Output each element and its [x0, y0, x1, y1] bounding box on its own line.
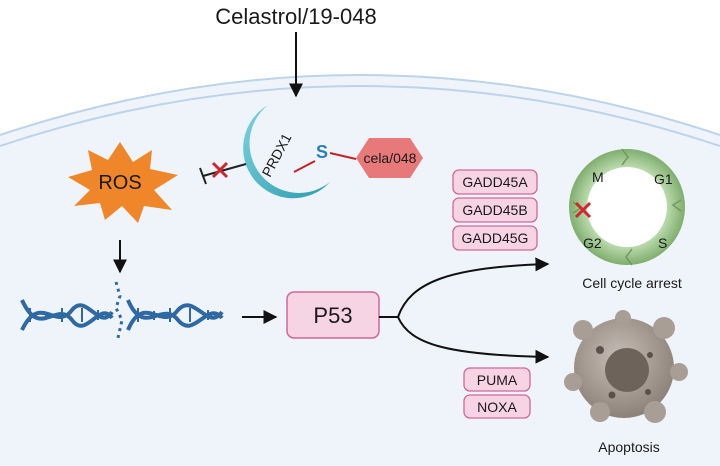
ros-burst — [68, 142, 178, 223]
gadd45a-label: GADD45A — [462, 174, 528, 190]
dna-helix-icon — [20, 281, 224, 339]
gadd45-group: GADD45A GADD45B GADD45G — [452, 169, 538, 251]
inhibition-arrow-icon — [202, 163, 247, 177]
inhibition-bar — [199, 167, 207, 185]
cell-cycle-caption: Cell cycle arrest — [582, 275, 682, 291]
gadd45a-box — [452, 169, 538, 195]
cytoplasm — [0, 75, 720, 466]
cell-membrane-outer — [0, 74, 720, 136]
sulfur-label: S — [316, 142, 328, 162]
gadd45g-label: GADD45G — [462, 230, 529, 246]
disulfide-bond-1 — [293, 160, 316, 173]
drug-hexagon — [356, 138, 423, 178]
cell-cycle-ring: M G1 G2 S — [569, 148, 685, 266]
cell-membrane-inner — [0, 85, 720, 147]
gadd45b-box — [452, 197, 538, 223]
disulfide-bond-2 — [329, 152, 357, 160]
prdx1-protein — [243, 105, 330, 199]
gadd45b-label: GADD45B — [462, 202, 527, 218]
puma-box — [463, 367, 531, 392]
arrow-to-cell-cycle — [397, 257, 550, 318]
noxa-label: NOXA — [477, 399, 517, 415]
cell-cycle-block-cross-icon — [574, 201, 592, 219]
phase-g2: G2 — [583, 235, 602, 251]
p53-box — [286, 291, 380, 339]
red-cross-icon — [211, 161, 229, 179]
gadd45g-box — [452, 225, 538, 251]
noxa-box — [463, 394, 531, 419]
puma-label: PUMA — [477, 372, 518, 388]
phase-g1: G1 — [654, 171, 673, 187]
apoptosis-caption: Apoptosis — [598, 439, 659, 455]
apoptotic-cell-icon — [564, 310, 688, 423]
arrow-to-apoptosis — [397, 316, 550, 364]
phase-s: S — [658, 235, 667, 251]
phase-m: M — [592, 169, 604, 185]
p53-label: P53 — [313, 303, 352, 328]
drug-title: Celastrol/19-048 — [215, 4, 376, 29]
drug-hexagon-label: cela/048 — [364, 150, 417, 166]
ros-label: ROS — [98, 172, 141, 194]
